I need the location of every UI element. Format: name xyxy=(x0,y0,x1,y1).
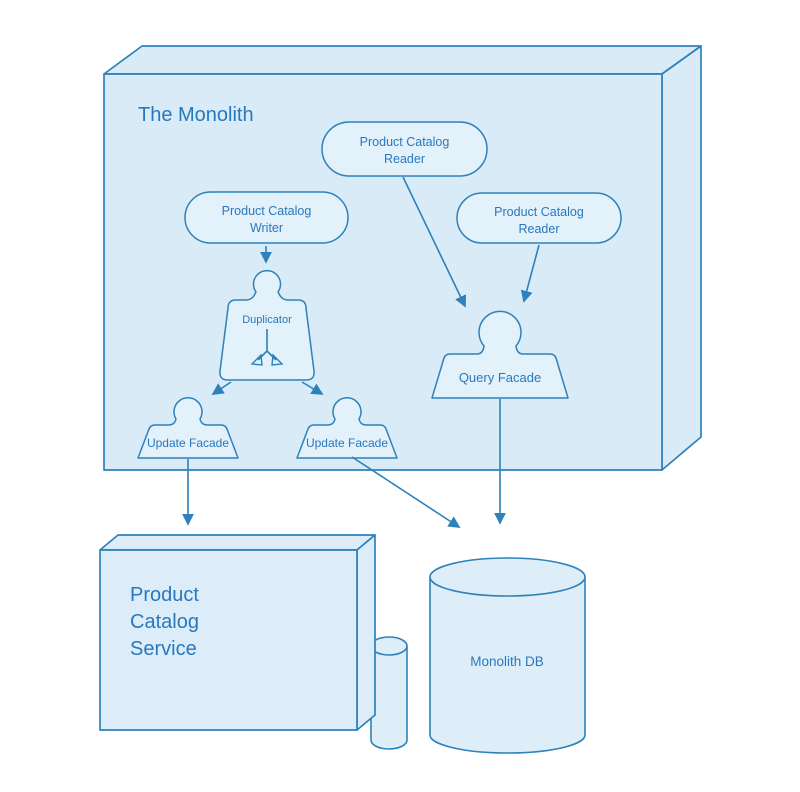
arrow-update-right-to-db xyxy=(351,456,461,528)
duplicator-split-arrowhead-left xyxy=(250,353,263,366)
pill-shape xyxy=(321,121,488,177)
update-facade-right-node: Update Facade xyxy=(296,397,398,459)
pill-product-catalog-reader-right: Product Catalog Reader xyxy=(456,192,622,244)
pill-product-catalog-reader-top: Product Catalog Reader xyxy=(321,121,488,177)
pill-label-line2: Reader xyxy=(519,222,560,236)
pill-label-line2: Writer xyxy=(250,221,283,235)
duplicator-node: Duplicator xyxy=(219,269,315,381)
hidden-cylinder-top xyxy=(370,636,408,656)
duplicator-split-arrowhead-right xyxy=(271,353,284,366)
monolith-db-body xyxy=(429,577,586,754)
monolith-top-face xyxy=(103,45,702,75)
monolith-title: The Monolith xyxy=(138,104,254,126)
query-facade-node: Query Facade xyxy=(431,310,569,399)
update-facade-left-label: Update Facade xyxy=(147,436,229,450)
service-box-front-face xyxy=(99,549,358,731)
update-facade-right-shape xyxy=(296,397,398,459)
duplicator-split-arrow xyxy=(257,329,277,361)
arrow-duplicator-to-update-left xyxy=(211,381,232,395)
arrow-duplicator-to-update-right xyxy=(301,381,324,395)
pill-label-line2: Reader xyxy=(384,152,425,166)
duplicator-label: Duplicator xyxy=(242,314,292,326)
arrow-reader-right-to-query-facade xyxy=(520,244,540,303)
update-facade-left-node: Update Facade xyxy=(137,397,239,459)
service-box-label-line1: Product xyxy=(130,584,199,606)
monolith-db-top xyxy=(429,557,586,597)
service-box-label-line2: Catalog xyxy=(130,611,199,633)
pill-shape xyxy=(184,191,349,244)
monolith-right-face xyxy=(661,45,702,471)
hidden-database-cylinder xyxy=(370,636,408,750)
hidden-cylinder-body xyxy=(370,646,408,750)
pill-label-line1: Product Catalog xyxy=(494,205,584,219)
duplicator-shape xyxy=(219,269,315,381)
query-facade-shape xyxy=(431,310,569,399)
update-facade-left-shape xyxy=(137,397,239,459)
service-box-label-line3: Service xyxy=(130,638,197,660)
monolith-db-label: Monolith DB xyxy=(470,654,544,669)
pill-shape xyxy=(456,192,622,244)
product-catalog-service-box: Product Catalog Service xyxy=(99,534,376,731)
pill-product-catalog-writer: Product Catalog Writer xyxy=(184,191,349,244)
query-facade-label: Query Facade xyxy=(459,370,541,385)
pill-label-line1: Product Catalog xyxy=(360,135,450,149)
update-facade-right-label: Update Facade xyxy=(306,436,388,450)
service-box-right-face xyxy=(356,534,376,731)
pill-label-line1: Product Catalog xyxy=(222,204,312,218)
monolith-db-cylinder: Monolith DB xyxy=(429,557,586,754)
diagram-arrows xyxy=(182,176,540,528)
arrow-reader-top-to-query-facade xyxy=(402,176,466,308)
service-box-top-face xyxy=(99,534,376,551)
